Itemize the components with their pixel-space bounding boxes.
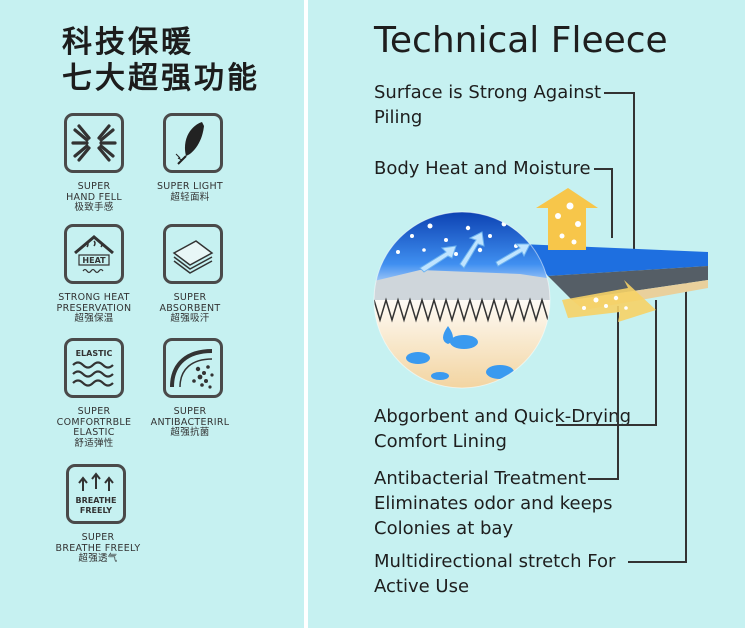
feature-body-heat: Body Heat and Moisture — [374, 158, 591, 179]
moisture-arrow-up — [536, 188, 598, 250]
breathe-icon-label1: BREATHE — [76, 496, 117, 505]
feather-icon — [163, 113, 223, 173]
elastic-icon-label: ELASTIC — [76, 349, 113, 358]
title-cn-line1: 科技保暖 — [62, 25, 194, 60]
absorbent-layers-icon — [163, 224, 223, 284]
title-cn-line2: 七大超强功能 — [62, 61, 260, 96]
page-title: Technical Fleece — [374, 20, 668, 61]
heat-icon-label: HEAT — [82, 256, 106, 265]
heat-icon: HEAT — [64, 224, 124, 284]
breathe-icon-label2: FREELY — [80, 506, 112, 515]
fabric-middle-layer — [548, 266, 708, 300]
fabric-top-layer — [520, 244, 708, 276]
hand-feel-icon — [64, 113, 124, 173]
water-drops — [406, 326, 514, 380]
breathe-icon: BREATHE FREELY — [66, 464, 126, 524]
antibacterial-icon — [163, 338, 223, 398]
elastic-icon: ELASTIC — [64, 338, 124, 398]
left-panel — [0, 0, 304, 628]
heat-arrow-right — [562, 280, 656, 322]
vapor-arrows — [419, 231, 531, 273]
connector-lines — [556, 92, 687, 563]
